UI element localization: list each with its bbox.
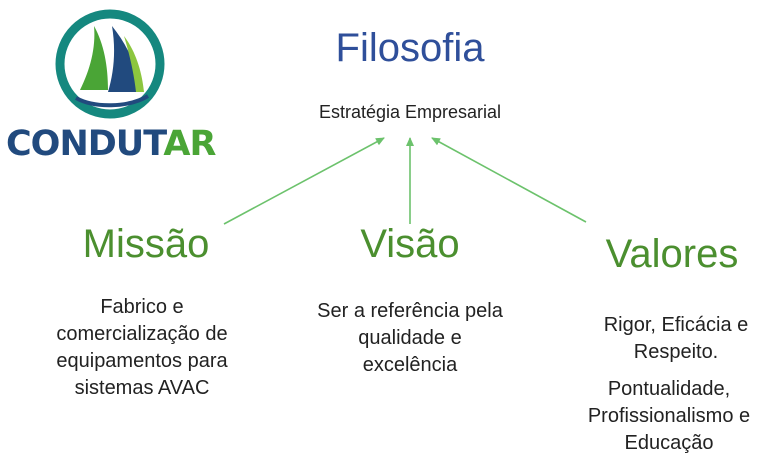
heading-missao: Missão (82, 222, 210, 266)
logo-wordmark: CONDUTAR (6, 124, 216, 164)
logo-text-main: CONDUT (6, 124, 164, 164)
sailboat-logo-icon (55, 9, 165, 119)
missao-line: Fabrico e (100, 296, 184, 318)
missao-text: Fabrico e comercialização de equipamento… (22, 294, 262, 402)
arrow-valores (431, 137, 587, 223)
valores-line: Pontualidade, (607, 378, 731, 400)
subtitle: Estratégia Empresarial (318, 102, 502, 122)
visao-line: Ser a referência pela (317, 300, 503, 322)
valores-line: Rigor, Eficácia e (603, 314, 749, 336)
arrow-missao (223, 137, 385, 225)
valores-text-1: Rigor, Eficácia e Respeito. (574, 312, 778, 366)
company-logo: CONDUTAR (6, 8, 216, 168)
visao-text: Ser a referência pela qualidade e excelê… (290, 298, 530, 379)
logo-text-accent: AR (163, 124, 216, 164)
missao-line: sistemas AVAC (74, 377, 210, 399)
valores-line: Respeito. (633, 341, 719, 363)
heading-visao: Visão (360, 222, 460, 266)
missao-line: comercialização de (56, 323, 228, 345)
page-title: Filosofia (335, 26, 485, 70)
valores-line: Educação (624, 432, 714, 454)
valores-line: Profissionalismo e (587, 405, 751, 427)
visao-line: excelência (362, 354, 458, 376)
visao-line: qualidade e (358, 327, 462, 349)
valores-text-2: Pontualidade, Profissionalismo e Educaçã… (560, 376, 778, 457)
missao-line: equipamentos para (56, 350, 228, 372)
heading-valores: Valores (605, 232, 739, 276)
